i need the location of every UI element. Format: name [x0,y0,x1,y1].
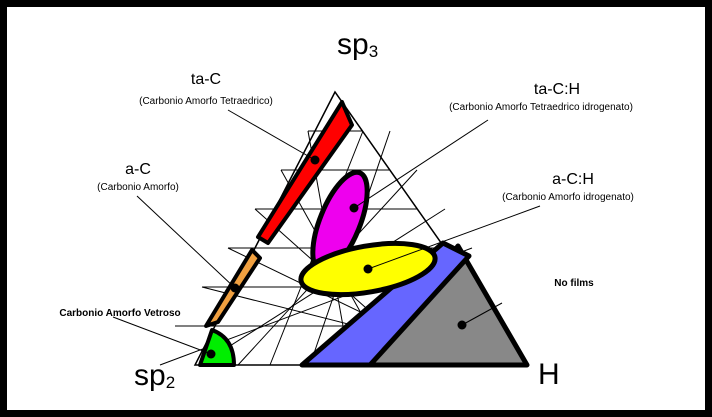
vertex-label-left: sp2 [134,359,175,392]
label-ta-c-subtitle: (Carbonio Amorfo Tetraedrico) [139,96,273,107]
leader-lines [112,109,541,355]
marker-dots [206,155,467,359]
label-carbonio-vetroso: Carbonio Amorfo Vetroso [59,308,180,319]
ternary-phase-diagram: sp3 sp2 H ta-C (Carbonio Amorfo Tetraedr… [59,28,634,392]
label-no-films: No films [554,278,594,289]
diagram-canvas: sp3 sp2 H ta-C (Carbonio Amorfo Tetraedr… [7,7,705,410]
label-ta-c-title: ta-C [191,71,221,88]
label-ta-c-h-subtitle: (Carbonio Amorfo Tetraedrico idrogenato) [449,102,633,113]
label-a-c-title: a-C [125,161,151,178]
vertex-label-right: H [538,358,560,391]
label-a-c-h-title: a-C:H [552,171,594,188]
label-ta-c-h-title: ta-C:H [534,81,580,98]
region-carbonio-vetroso [198,328,236,367]
label-a-c-h-subtitle: (Carbonio Amorfo idrogenato) [502,192,634,203]
label-a-c-subtitle: (Carbonio Amorfo) [97,182,179,193]
vertex-label-top: sp3 [337,28,378,61]
region-ta-c [256,100,354,245]
